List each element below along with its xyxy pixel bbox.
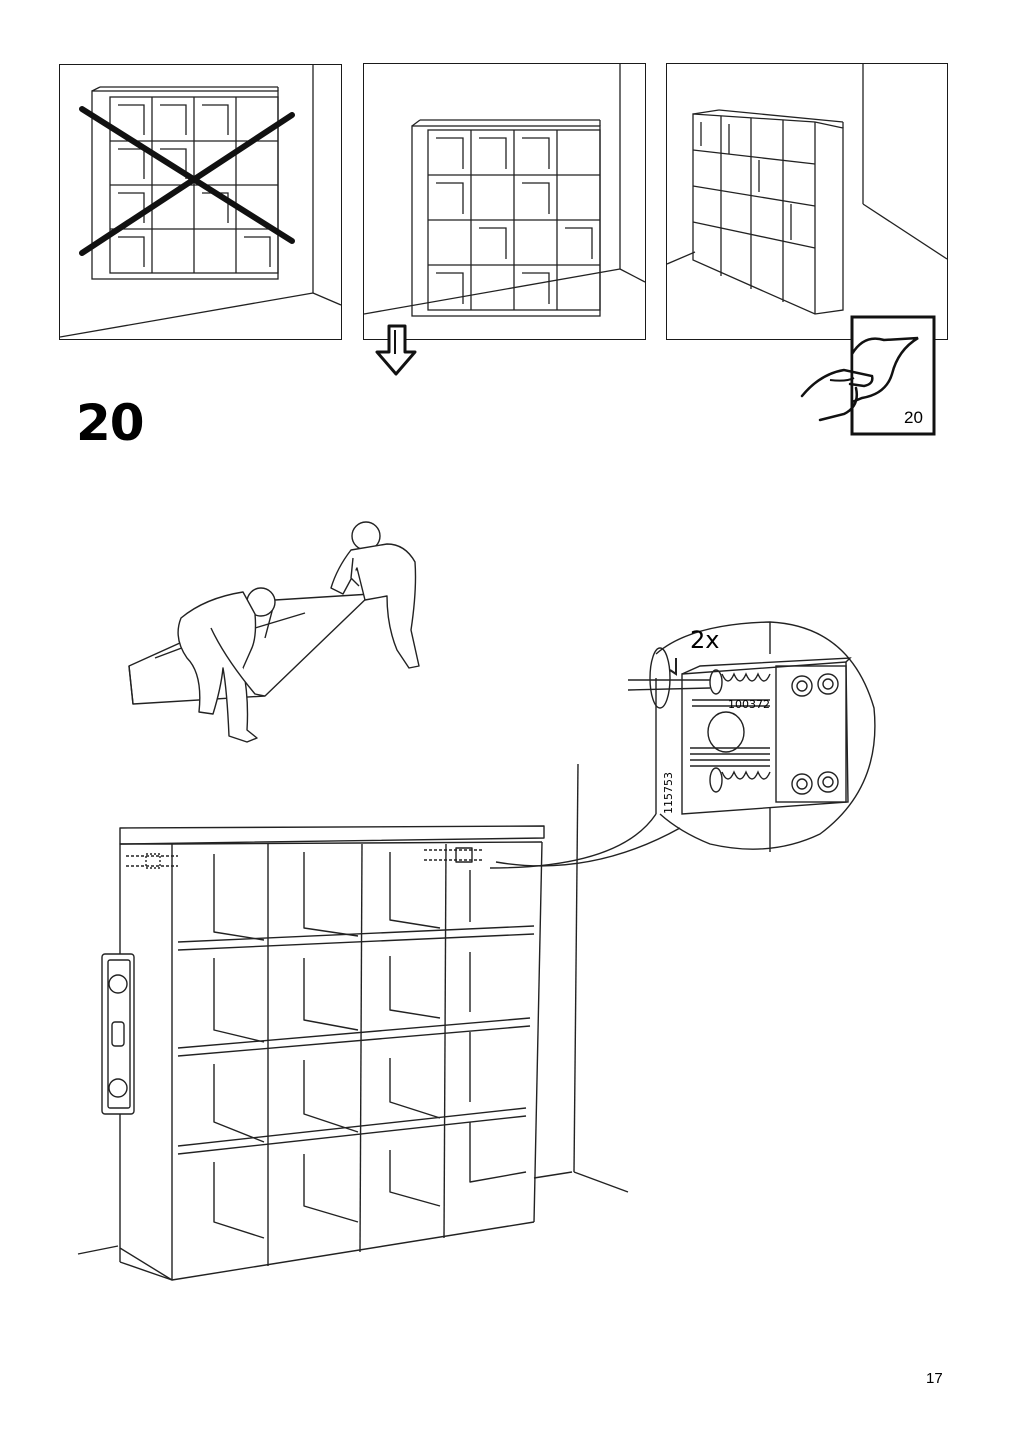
shelf-freestanding-illustration xyxy=(364,64,645,317)
reference-page-label: 20 xyxy=(904,408,923,427)
step-number: 20 xyxy=(76,394,145,452)
turn-page-reference: 20 xyxy=(800,314,940,438)
panel-correct-placement xyxy=(363,63,646,340)
fitting-code-label: 115753 xyxy=(662,772,675,814)
two-people-lifting-shelf-illustration xyxy=(128,521,420,743)
quantity-label: 2x xyxy=(690,626,719,654)
panel-corner-placement xyxy=(666,63,948,340)
turn-page-hand-icon xyxy=(800,315,936,436)
arrow-down-icon xyxy=(375,324,417,376)
cross-mark-icon xyxy=(79,106,295,256)
spirit-level-icon xyxy=(101,953,135,1115)
shelf-wall-fixing-illustration xyxy=(77,763,629,1281)
shelf-against-wall-illustration xyxy=(60,65,341,338)
panel-incorrect-placement xyxy=(59,64,342,340)
screw-code-label: 100372 xyxy=(728,698,770,711)
shelf-angled-illustration xyxy=(667,64,947,315)
page-number: 17 xyxy=(926,1370,943,1387)
fitting-detail-callout: 2x 100372 115753 xyxy=(489,621,876,869)
